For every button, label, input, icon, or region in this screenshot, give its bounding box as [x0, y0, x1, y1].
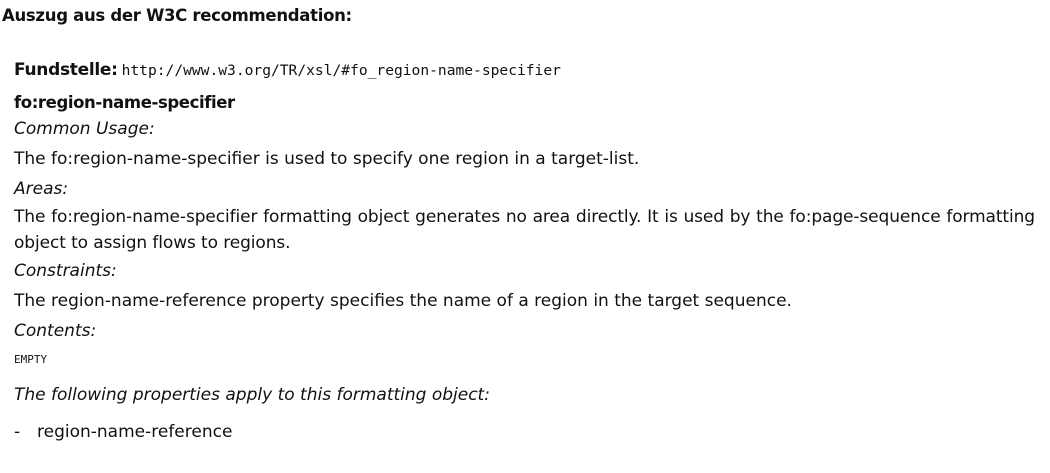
property-name: region-name-reference [37, 422, 233, 442]
list-item: - region-name-reference [14, 414, 1035, 450]
common-usage-label: Common Usage: [14, 119, 155, 139]
page-heading: Auszug aus der W3C recommendation: [2, 6, 352, 25]
common-usage-text: The fo:region-name-specifier is used to … [14, 149, 640, 169]
properties-intro: The following properties apply to this f… [14, 385, 490, 405]
areas-text: The fo:region-name-specifier formatting … [14, 207, 1035, 253]
contents-value: EMPTY [14, 353, 48, 366]
list-bullet: - [14, 422, 21, 442]
source-url: http://www.w3.org/TR/xsl/#fo_region-name… [121, 62, 561, 79]
spec-excerpt: Fundstelle:http://www.w3.org/TR/xsl/#fo_… [14, 58, 1035, 450]
source-label: Fundstelle: [14, 60, 118, 80]
source-reference: Fundstelle:http://www.w3.org/TR/xsl/#fo_… [14, 58, 1035, 82]
constraints-label: Constraints: [14, 261, 117, 281]
properties-list: - region-name-reference [14, 414, 1035, 450]
areas-label: Areas: [14, 179, 69, 199]
constraints-text: The region-name-reference property speci… [14, 291, 792, 311]
contents-label: Contents: [14, 321, 97, 341]
element-name-title: fo:region-name-specifier [14, 93, 235, 112]
